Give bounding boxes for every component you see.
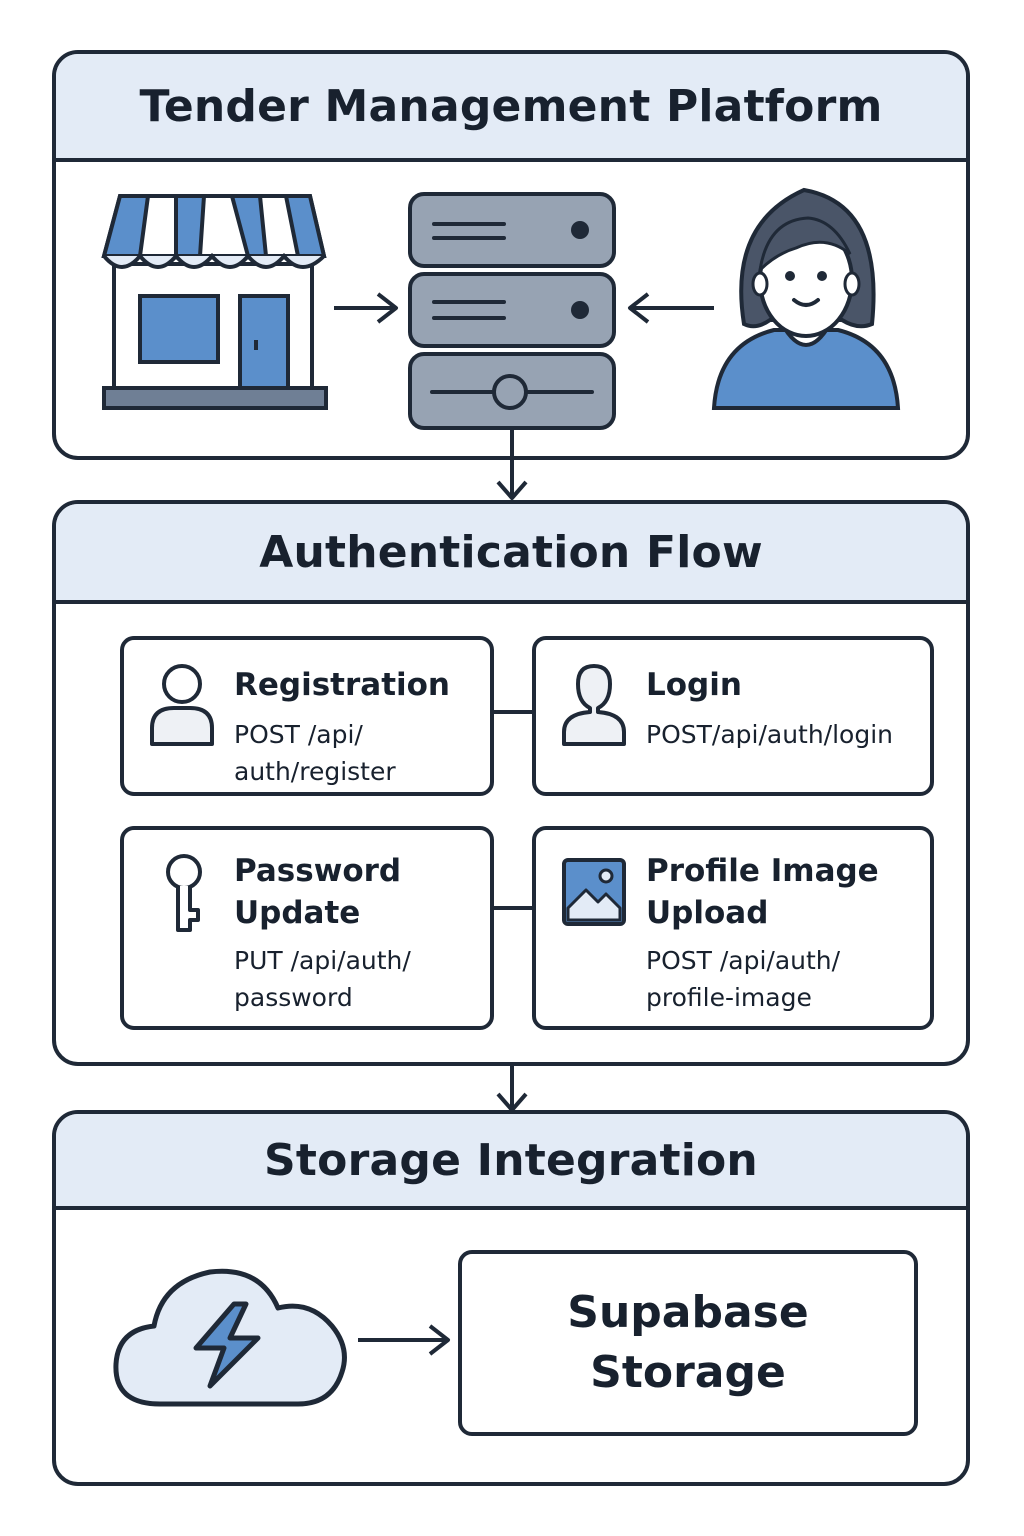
profile-image-endpoint: POST /api/auth/ profile-image [646,942,840,1016]
profile-image-title-line1: Profile Image [646,853,879,889]
registration-endpoint-line1: POST /api/ [234,720,363,749]
registration-endpoint: POST /api/ auth/register [234,716,396,790]
server-icon [408,192,616,430]
supabase-storage-line1: Supabase [567,1287,809,1338]
user-outline-icon [150,664,214,746]
storefront-icon [101,194,328,410]
arrow-right-icon [358,1324,450,1356]
registration-card[interactable]: Registration POST /api/ auth/register [120,636,494,796]
card-connector [492,710,534,714]
auth-title: Authentication Flow [56,504,966,604]
registration-title: Registration [234,667,451,703]
supabase-storage-box[interactable]: Supabase Storage [458,1250,918,1436]
supabase-storage-line2: Storage [590,1347,786,1398]
password-update-title: Password Update [234,850,401,934]
password-update-endpoint-line2: password [234,983,353,1012]
password-update-title-line1: Password [234,853,402,889]
profile-image-title: Profile Image Upload [646,850,879,934]
platform-title: Tender Management Platform [56,54,966,162]
login-endpoint: POST/api/auth/login [646,720,894,749]
registration-endpoint-line2: auth/register [234,757,396,786]
user-icon [711,187,901,410]
profile-image-endpoint-line2: profile-image [646,983,812,1012]
connector-down-arrow [496,1064,528,1112]
profile-image-title-line2: Upload [646,895,769,931]
cloud-lightning-icon [113,1268,347,1407]
password-update-title-line2: Update [234,895,361,931]
card-connector [492,906,534,910]
profile-image-card[interactable]: Profile Image Upload POST /api/auth/ pro… [532,826,934,1030]
user-outline-icon [562,664,626,746]
login-card[interactable]: Login POST/api/auth/login [532,636,934,796]
password-update-endpoint-line1: PUT /api/auth/ [234,946,411,975]
storage-title: Storage Integration [56,1114,966,1210]
password-update-endpoint: PUT /api/auth/ password [234,942,411,1016]
image-icon [562,858,626,926]
key-icon [166,854,202,932]
profile-image-endpoint-line1: POST /api/auth/ [646,946,841,975]
login-title: Login [646,667,742,703]
arrow-left-icon [628,292,714,324]
arrow-right-icon [334,292,398,324]
connector-down-arrow [496,428,528,500]
password-update-card[interactable]: Password Update PUT /api/auth/ password [120,826,494,1030]
